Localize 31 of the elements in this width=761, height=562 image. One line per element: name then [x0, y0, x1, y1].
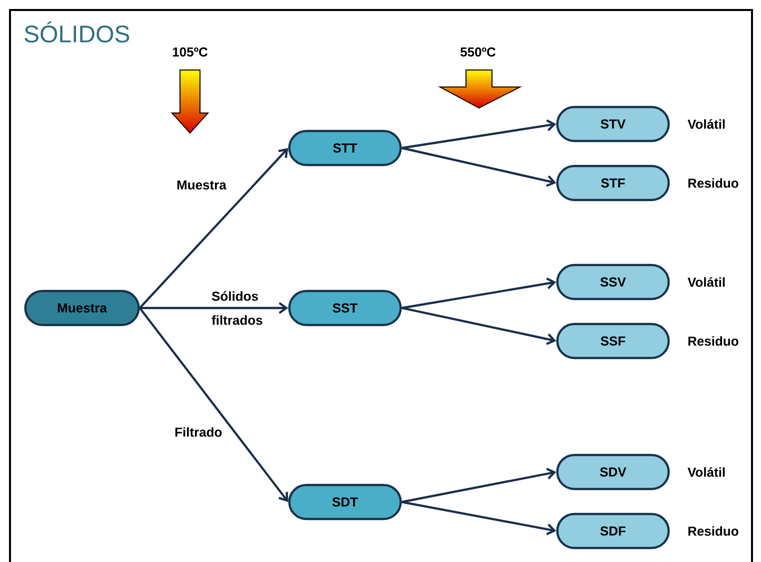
process-box: SDF	[556, 512, 670, 550]
process-box: Muestra	[24, 290, 140, 326]
result-label: Residuo	[688, 178, 738, 188]
temperature-label: 105ºC	[172, 47, 208, 57]
arrow	[402, 468, 556, 504]
result-label: Volátil	[688, 277, 725, 287]
result-label: Volátil	[688, 119, 725, 129]
process-box: SDT	[288, 484, 402, 520]
process-box: SDV	[556, 454, 670, 490]
process-box: STF	[556, 164, 670, 202]
arrow	[402, 306, 556, 346]
edge-label: Muestra	[177, 180, 226, 190]
arrow	[402, 119, 556, 150]
arrow	[138, 148, 288, 309]
process-box: STV	[556, 106, 670, 142]
temperature-label: 550ºC	[460, 47, 496, 57]
arrow	[402, 500, 556, 536]
arrow	[140, 302, 288, 314]
arrow	[138, 307, 288, 502]
result-label: Residuo	[688, 526, 738, 536]
edge-label: Filtrado	[175, 427, 222, 437]
process-box: STT	[288, 130, 402, 166]
edge-label: Sólidos filtrados	[212, 291, 262, 325]
arrow	[402, 146, 556, 187]
arrow	[402, 278, 556, 310]
title: SÓLIDOS	[24, 21, 130, 43]
process-box: SST	[288, 290, 402, 326]
process-box: SSV	[556, 264, 670, 300]
result-label: Residuo	[688, 336, 738, 346]
process-box: SSF	[556, 322, 670, 360]
result-label: Volátil	[688, 467, 725, 477]
